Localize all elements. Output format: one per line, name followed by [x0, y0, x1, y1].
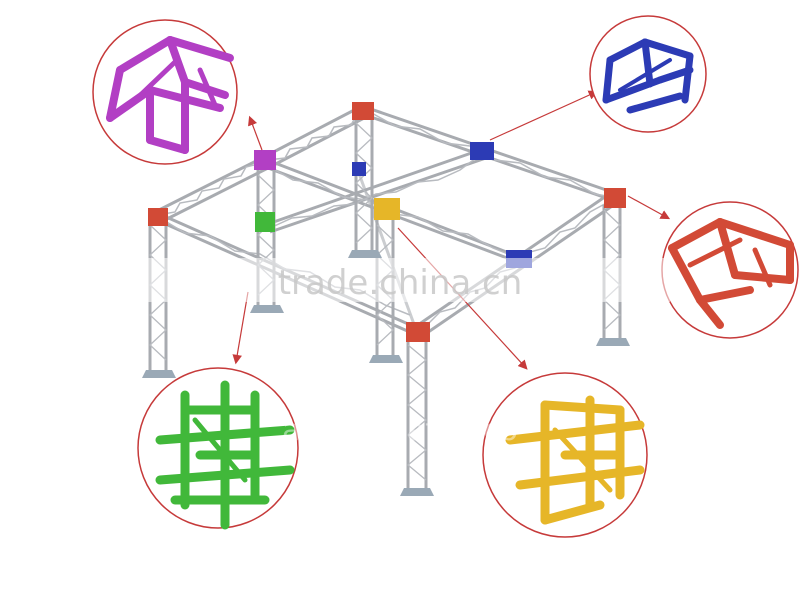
red-corner-cube-icon	[668, 218, 794, 329]
truss-base-plates	[142, 250, 630, 496]
base-plate	[250, 305, 284, 313]
callout-purple	[92, 19, 238, 165]
connector-node-yellow	[374, 198, 400, 220]
base-plate	[348, 250, 382, 258]
connector-node-red	[148, 208, 168, 226]
watermark-faint-text: asochi...ataa.co	[282, 413, 518, 448]
connector-node-blue	[352, 162, 366, 176]
callout-blue	[589, 15, 707, 133]
connector-node-green	[255, 212, 275, 232]
callout-yellow	[482, 372, 648, 538]
watermark: trade.china.cn asochi...ataa.co	[130, 258, 670, 448]
green-cross-cube-icon	[155, 380, 295, 530]
connector-node-red	[406, 322, 430, 342]
arrow-green	[232, 291, 249, 365]
arrow-blue	[489, 90, 599, 141]
callout-green	[137, 367, 299, 530]
connector-node-red	[352, 102, 374, 120]
arrow-red	[627, 195, 671, 220]
base-plate	[142, 370, 176, 378]
connector-node-red	[604, 188, 626, 208]
connector-node-purple	[254, 150, 276, 170]
base-plate	[369, 355, 403, 363]
blue-corner-cube-icon	[602, 38, 694, 114]
connector-node-blue	[470, 142, 494, 160]
yellow-cross-cube-icon	[505, 395, 645, 525]
arrow-purple	[248, 115, 263, 151]
watermark-text: trade.china.cn	[278, 263, 523, 303]
watermark-band	[130, 258, 670, 302]
truss-frame	[142, 104, 630, 496]
callout-red	[661, 201, 799, 339]
purple-corner-cube-icon	[106, 36, 234, 154]
base-plate	[596, 338, 630, 346]
base-plate	[400, 488, 434, 496]
